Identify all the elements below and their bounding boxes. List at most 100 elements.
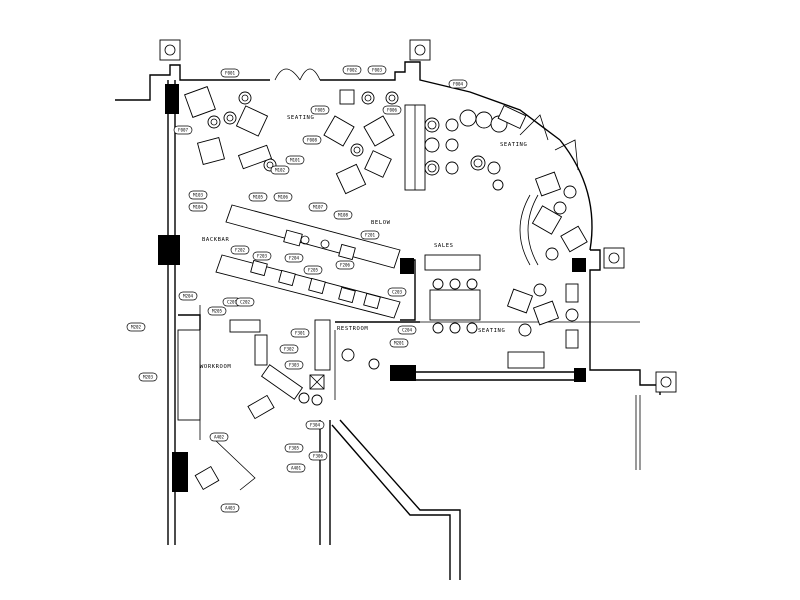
equipment-tag-label: M104: [193, 205, 204, 210]
equipment-tag: F205: [303, 265, 323, 275]
room-label-backbar: BACKBAR: [202, 237, 229, 243]
equipment-tag-label: F004: [453, 82, 464, 87]
equipment-tag-label: M107: [313, 205, 324, 210]
equipment-tag-label: F206: [340, 263, 351, 268]
equipment-tag-label: M204: [183, 294, 194, 299]
equipment-tag: F203: [252, 251, 272, 261]
door-swing-icon: [274, 68, 579, 171]
column-icon: [574, 368, 586, 382]
equipment-tag-label: M201: [394, 341, 405, 346]
room-label-sales: SALES: [434, 243, 454, 249]
equipment-tag: M202: [126, 322, 146, 332]
column-icon: [572, 258, 586, 272]
backbar-counter: [215, 204, 401, 319]
equipment-tag-label: F205: [308, 268, 319, 273]
workroom-fixtures: [177, 319, 304, 491]
equipment-tag-label: M202: [131, 325, 142, 330]
equipment-tag: M106: [273, 192, 293, 202]
room-label-workroom: WORKROOM: [200, 364, 231, 370]
elevation-marker-icon: [603, 247, 625, 269]
equipment-tag-label: C201: [227, 300, 238, 305]
elevation-marker-icon: [409, 39, 431, 61]
elevation-marker-icon: [159, 39, 181, 61]
equipment-tag-label: M108: [338, 213, 349, 218]
equipment-tag-label: M103: [193, 193, 204, 198]
equipment-tag-label: M106: [278, 195, 289, 200]
equipment-tag-label: C203: [392, 290, 403, 295]
equipment-tag: F202: [230, 245, 250, 255]
exterior-walls: [115, 61, 661, 580]
room-label-below: BELOW: [371, 220, 391, 226]
equipment-tag: F201: [360, 230, 380, 240]
equipment-tag-label: F302: [284, 347, 295, 352]
equipment-tag: F004: [448, 79, 468, 89]
equipment-tag-label: F303: [289, 363, 300, 368]
equipment-tag-label: F001: [225, 71, 236, 76]
equipment-tag: F302: [279, 344, 299, 354]
equipment-tag-label: C202: [240, 300, 251, 305]
elevation-marker-icon: [655, 371, 677, 393]
equipment-tag: M101: [285, 155, 305, 165]
equipment-tag: F305: [284, 443, 304, 453]
equipment-tag-label: M101: [290, 158, 301, 163]
equipment-tag: F301: [290, 328, 310, 338]
equipment-tag-label: F201: [365, 233, 376, 238]
column-icon: [172, 452, 188, 492]
equipment-tag-label: M203: [143, 375, 154, 380]
equipment-tag-label: F304: [310, 423, 321, 428]
room-label-restroom: RESTROOM: [337, 326, 368, 332]
equipment-tag: F204: [284, 253, 304, 263]
equipment-tag: A402: [209, 432, 229, 442]
equipment-tag: F005: [310, 105, 330, 115]
equipment-tag-label: F204: [289, 256, 300, 261]
equipment-tag: F306: [308, 451, 328, 461]
equipment-tag: F002: [342, 65, 362, 75]
sales-furniture: [424, 254, 579, 369]
equipment-tag: F003: [367, 65, 387, 75]
top-seating-furniture: [184, 86, 426, 195]
equipment-tag: M108: [333, 210, 353, 220]
equipment-tag-label: F006: [387, 108, 398, 113]
equipment-tag: M201: [389, 338, 409, 348]
equipment-tag: M104: [188, 202, 208, 212]
equipment-tag: M203: [138, 372, 158, 382]
equipment-tag: F304: [305, 420, 325, 430]
equipment-tag: M105: [248, 192, 268, 202]
equipment-tag-label: F008: [307, 138, 318, 143]
equipment-tag-label: F003: [372, 68, 383, 73]
equipment-tag-label: F007: [178, 128, 189, 133]
equipment-tag-label: A402: [214, 435, 225, 440]
elevation-markers: [159, 39, 677, 393]
equipment-tag-label: A401: [291, 466, 302, 471]
equipment-tag: C202: [235, 297, 255, 307]
equipment-tag: F001: [220, 68, 240, 78]
equipment-tag-label: F005: [315, 108, 326, 113]
equipment-tag: C203: [387, 287, 407, 297]
equipment-tag-label: F306: [313, 454, 324, 459]
equipment-tag: F007: [173, 125, 193, 135]
equipment-tag: M205: [207, 306, 227, 316]
room-label-seating-right: SEATING: [500, 142, 527, 148]
equipment-tag: M103: [188, 190, 208, 200]
equipment-tag-label: F305: [289, 446, 300, 451]
equipment-tag-label: M205: [212, 309, 223, 314]
equipment-tag: C204: [397, 325, 417, 335]
equipment-tag-label: M102: [275, 168, 286, 173]
equipment-tag-label: C204: [402, 328, 413, 333]
column-icon: [400, 258, 414, 274]
right-seating-furniture: [424, 104, 588, 266]
equipment-tag-label: F203: [257, 254, 268, 259]
equipment-tag-label: F202: [235, 248, 246, 253]
equipment-tag: M204: [178, 291, 198, 301]
room-label-seating-top: SEATING: [287, 115, 314, 121]
equipment-tag-label: F002: [347, 68, 358, 73]
column-icon: [390, 365, 416, 381]
column-icon: [165, 84, 179, 114]
room-labels: SEATING SEATING SEATING BACKBAR SALES RE…: [200, 115, 527, 370]
equipment-tag-label: M105: [253, 195, 264, 200]
column-icon: [158, 235, 180, 265]
equipment-tag: A401: [286, 463, 306, 473]
room-label-seating-lower: SEATING: [478, 328, 505, 334]
